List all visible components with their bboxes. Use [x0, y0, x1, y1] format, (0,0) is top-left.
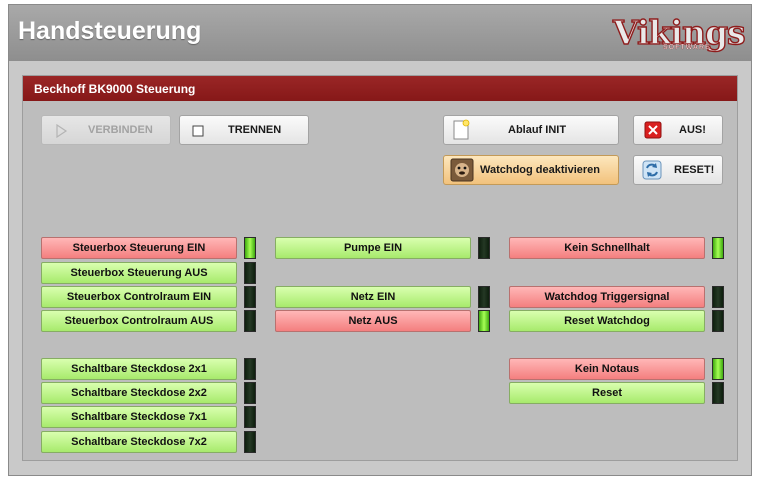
vikings-logo: Vikings SOFTWARE: [611, 12, 746, 53]
app-window: Handsteuerung Vikings SOFTWARE Beckhoff …: [8, 4, 752, 476]
control-button[interactable]: Steuerbox Steuerung AUS: [41, 262, 237, 284]
status-led: [712, 310, 724, 332]
control-button[interactable]: Netz EIN: [275, 286, 471, 308]
control-button[interactable]: Schaltbare Steckdose 2x2: [41, 382, 237, 404]
status-led: [244, 358, 256, 380]
status-led: [244, 237, 256, 259]
control-button[interactable]: Kein Notaus: [509, 358, 705, 380]
control-button[interactable]: Schaltbare Steckdose 7x2: [41, 431, 237, 453]
status-led: [244, 406, 256, 428]
refresh-icon: [642, 160, 662, 180]
control-button[interactable]: Kein Schnellhalt: [509, 237, 705, 259]
control-button[interactable]: Steuerbox Controlraum EIN: [41, 286, 237, 308]
panel-title: Beckhoff BK9000 Steuerung: [34, 82, 196, 96]
off-button[interactable]: AUS!: [633, 115, 723, 145]
play-icon: [56, 124, 68, 138]
sequence-init-button-label: Ablauf INIT: [508, 124, 567, 136]
off-button-label: AUS!: [679, 124, 706, 136]
close-icon: [644, 121, 662, 139]
status-led: [244, 286, 256, 308]
control-panel: Beckhoff BK9000 Steuerung VERBINDEN TREN…: [22, 75, 738, 461]
reset-button[interactable]: RESET!: [633, 155, 723, 185]
status-led: [478, 286, 490, 308]
status-led: [712, 237, 724, 259]
watchdog-icon: [450, 158, 474, 182]
reset-button-label: RESET!: [674, 164, 715, 176]
status-led: [244, 382, 256, 404]
control-button[interactable]: Netz AUS: [275, 310, 471, 332]
title-bar: Handsteuerung Vikings SOFTWARE: [9, 5, 751, 61]
status-led: [478, 310, 490, 332]
control-button[interactable]: Schaltbare Steckdose 2x1: [41, 358, 237, 380]
control-button[interactable]: Schaltbare Steckdose 7x1: [41, 406, 237, 428]
watchdog-disable-button-label: Watchdog deaktivieren: [480, 164, 601, 176]
logo-subtext: SOFTWARE: [663, 44, 711, 51]
status-led: [244, 310, 256, 332]
square-icon: [192, 125, 204, 137]
control-button[interactable]: Reset Watchdog: [509, 310, 705, 332]
status-led: [712, 286, 724, 308]
status-led: [244, 431, 256, 453]
disconnect-button-label: TRENNEN: [228, 124, 282, 136]
logo-wordmark: Vikings: [612, 12, 746, 52]
watchdog-disable-button[interactable]: Watchdog deaktivieren: [443, 155, 619, 185]
status-led: [712, 358, 724, 380]
control-button[interactable]: Watchdog Triggersignal: [509, 286, 705, 308]
control-button[interactable]: Reset: [509, 382, 705, 404]
panel-header: Beckhoff BK9000 Steuerung: [23, 76, 737, 101]
app-title: Handsteuerung: [18, 17, 202, 45]
control-button[interactable]: Pumpe EIN: [275, 237, 471, 259]
status-led: [712, 382, 724, 404]
disconnect-button[interactable]: TRENNEN: [179, 115, 309, 145]
status-led: [478, 237, 490, 259]
connect-button-label: VERBINDEN: [88, 124, 153, 136]
control-button[interactable]: Steuerbox Controlraum AUS: [41, 310, 237, 332]
connect-button[interactable]: VERBINDEN: [41, 115, 171, 145]
control-button[interactable]: Steuerbox Steuerung EIN: [41, 237, 237, 259]
status-led: [244, 262, 256, 284]
new-document-icon: [453, 119, 470, 140]
sequence-init-button[interactable]: Ablauf INIT: [443, 115, 619, 145]
